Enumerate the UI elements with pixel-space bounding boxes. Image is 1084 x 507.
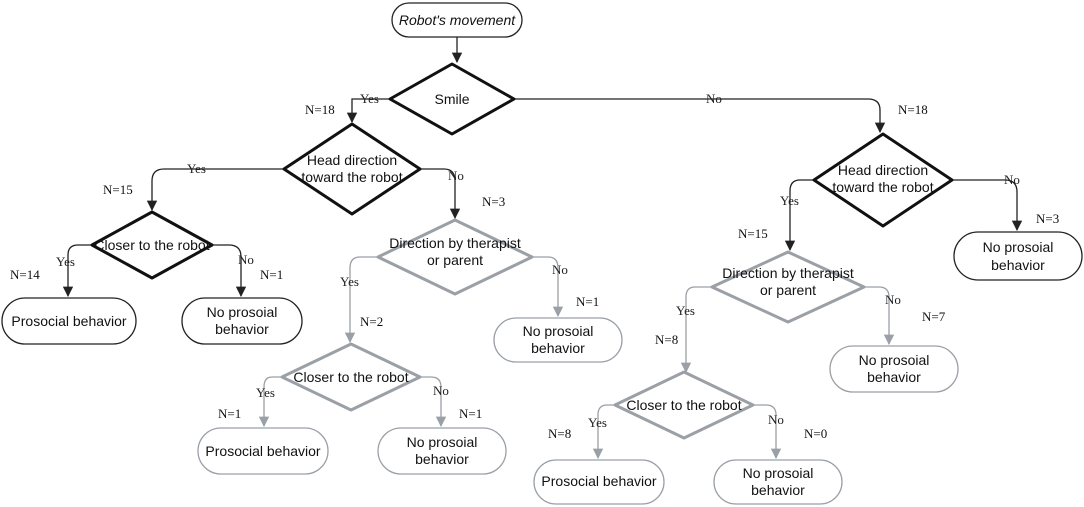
noproso-4-line1: No prosoial	[983, 239, 1054, 255]
count-noproso-5: N=7	[922, 309, 946, 324]
closer-m-no-label: No	[433, 383, 449, 398]
dir-m-yes-label: Yes	[340, 274, 359, 289]
edge-head-r-yes	[784, 179, 814, 252]
dir-r-label-line1: Direction by therapist	[722, 265, 854, 281]
smile-label: Smile	[434, 91, 469, 107]
head-r-yes-label: Yes	[780, 193, 799, 208]
dir-r-label-line2: or parent	[760, 282, 816, 298]
direction-right-decision: Direction by therapist or parent	[710, 250, 866, 324]
closer-l-no-label: No	[238, 252, 254, 267]
closer-l-yes-label: Yes	[56, 254, 75, 269]
head-direction-left-decision: Head direction toward the robot	[282, 122, 422, 216]
dir-m-no-label: No	[552, 262, 568, 277]
head-r-no-label: No	[1004, 172, 1020, 187]
noproso-5-line1: No prosoial	[859, 352, 930, 368]
noproso-6-line1: No prosoial	[743, 465, 814, 481]
edge-head-l-yes	[146, 168, 284, 212]
edge-closer-r-no	[753, 404, 782, 460]
count-noproso-1: N=1	[260, 267, 283, 282]
prosocial-outcome-1: Prosocial behavior	[1, 297, 137, 345]
noproso-2-line2: behavior	[531, 340, 585, 356]
count-head-r: N=18	[898, 102, 928, 117]
no-prosocial-outcome-3: No prosoial behavior	[377, 427, 507, 475]
no-prosocial-outcome-4: No prosoial behavior	[953, 231, 1083, 281]
dark-edges	[62, 37, 1023, 298]
edge-head-r-no	[952, 179, 1023, 232]
head-l-label-line2: toward the robot	[301, 169, 402, 185]
edge-dir-m-no	[532, 256, 564, 318]
edge-closer-r-yes	[592, 404, 615, 460]
closer-r-label: Closer to the robot	[626, 397, 741, 413]
prosocial-1-label: Prosocial behavior	[11, 313, 127, 329]
count-noproso-3: N=1	[459, 406, 482, 421]
count-closer-r: N=8	[655, 332, 678, 347]
count-prosocial-2: N=1	[218, 406, 241, 421]
head-l-yes-label: Yes	[187, 161, 206, 176]
count-noproso-6: N=0	[804, 426, 827, 441]
count-closer-m: N=2	[360, 314, 383, 329]
edge-smile-yes	[346, 98, 390, 124]
smile-no-label: No	[706, 91, 722, 106]
edge-smile-no	[514, 98, 886, 134]
smile-decision: Smile	[388, 62, 516, 136]
closer-middle-decision: Closer to the robot	[280, 342, 422, 412]
closer-m-label: Closer to the robot	[293, 369, 408, 385]
edge-closer-l-no	[212, 244, 247, 298]
no-prosocial-outcome-6: No prosoial behavior	[713, 459, 843, 505]
prosocial-3-label: Prosocial behavior	[541, 473, 657, 489]
closer-r-yes-label: Yes	[588, 415, 607, 430]
edge-closer-l-yes	[62, 244, 92, 298]
count-prosocial-3: N=8	[548, 426, 571, 441]
closer-l-label: Closer to the robot	[94, 237, 209, 253]
count-noproso-2: N=1	[576, 294, 599, 309]
edge-head-l-no	[420, 168, 461, 220]
noproso-3-line1: No prosoial	[407, 434, 478, 450]
noproso-5-line2: behavior	[867, 369, 921, 385]
direction-middle-decision: Direction by therapist or parent	[376, 218, 534, 296]
root-label: Robot's movement	[399, 12, 516, 28]
head-r-label-line2: toward the robot	[832, 179, 933, 195]
noproso-1-line2: behavior	[215, 321, 269, 337]
edge-closer-m-yes	[258, 376, 282, 428]
edge-closer-m-no	[420, 376, 447, 428]
head-r-label-line1: Head direction	[838, 162, 928, 178]
closer-r-no-label: No	[768, 412, 784, 427]
closer-right-decision: Closer to the robot	[613, 370, 755, 440]
count-closer-l: N=15	[103, 182, 133, 197]
head-l-label-line1: Head direction	[307, 152, 397, 168]
count-prosocial-1: N=14	[10, 267, 40, 282]
count-head-l: N=18	[305, 102, 335, 117]
noproso-6-line2: behavior	[751, 482, 805, 498]
noproso-4-line2: behavior	[991, 257, 1045, 273]
no-prosocial-outcome-1: No prosoial behavior	[181, 297, 303, 345]
closer-left-decision: Closer to the robot	[90, 210, 214, 280]
smile-yes-label: Yes	[360, 91, 379, 106]
dir-r-no-label: No	[885, 292, 901, 307]
edge-dir-r-yes	[680, 286, 712, 374]
dir-m-label-line2: or parent	[427, 252, 483, 268]
count-dir-r: N=15	[738, 226, 768, 241]
head-direction-right-decision: Head direction toward the robot	[812, 132, 954, 228]
edge-dir-r-no	[864, 286, 895, 346]
dir-r-yes-label: Yes	[676, 303, 695, 318]
noproso-2-line1: No prosoial	[523, 323, 594, 339]
noproso-3-line2: behavior	[415, 451, 469, 467]
no-prosocial-outcome-5: No prosoial behavior	[829, 345, 959, 393]
edge-labels: Yes No Yes No Yes No Yes No Yes No Yes N…	[56, 91, 1020, 430]
prosocial-outcome-2: Prosocial behavior	[197, 427, 329, 475]
root-node: Robot's movement	[391, 2, 523, 38]
head-l-no-label: No	[448, 168, 464, 183]
prosocial-2-label: Prosocial behavior	[205, 443, 321, 459]
counts: N=18 N=18 N=15 N=3 N=14 N=1 N=1 N=2 N=1 …	[10, 102, 1059, 441]
dir-m-label-line1: Direction by therapist	[389, 235, 521, 251]
gray-edges	[258, 256, 895, 460]
count-dir-m: N=3	[482, 194, 505, 209]
prosocial-outcome-3: Prosocial behavior	[533, 459, 665, 505]
edge-dir-m-yes	[344, 256, 378, 344]
closer-m-yes-label: Yes	[256, 385, 275, 400]
count-noproso-4: N=3	[1036, 211, 1059, 226]
no-prosocial-outcome-2: No prosoial behavior	[493, 317, 623, 363]
noproso-1-line1: No prosoial	[207, 304, 278, 320]
